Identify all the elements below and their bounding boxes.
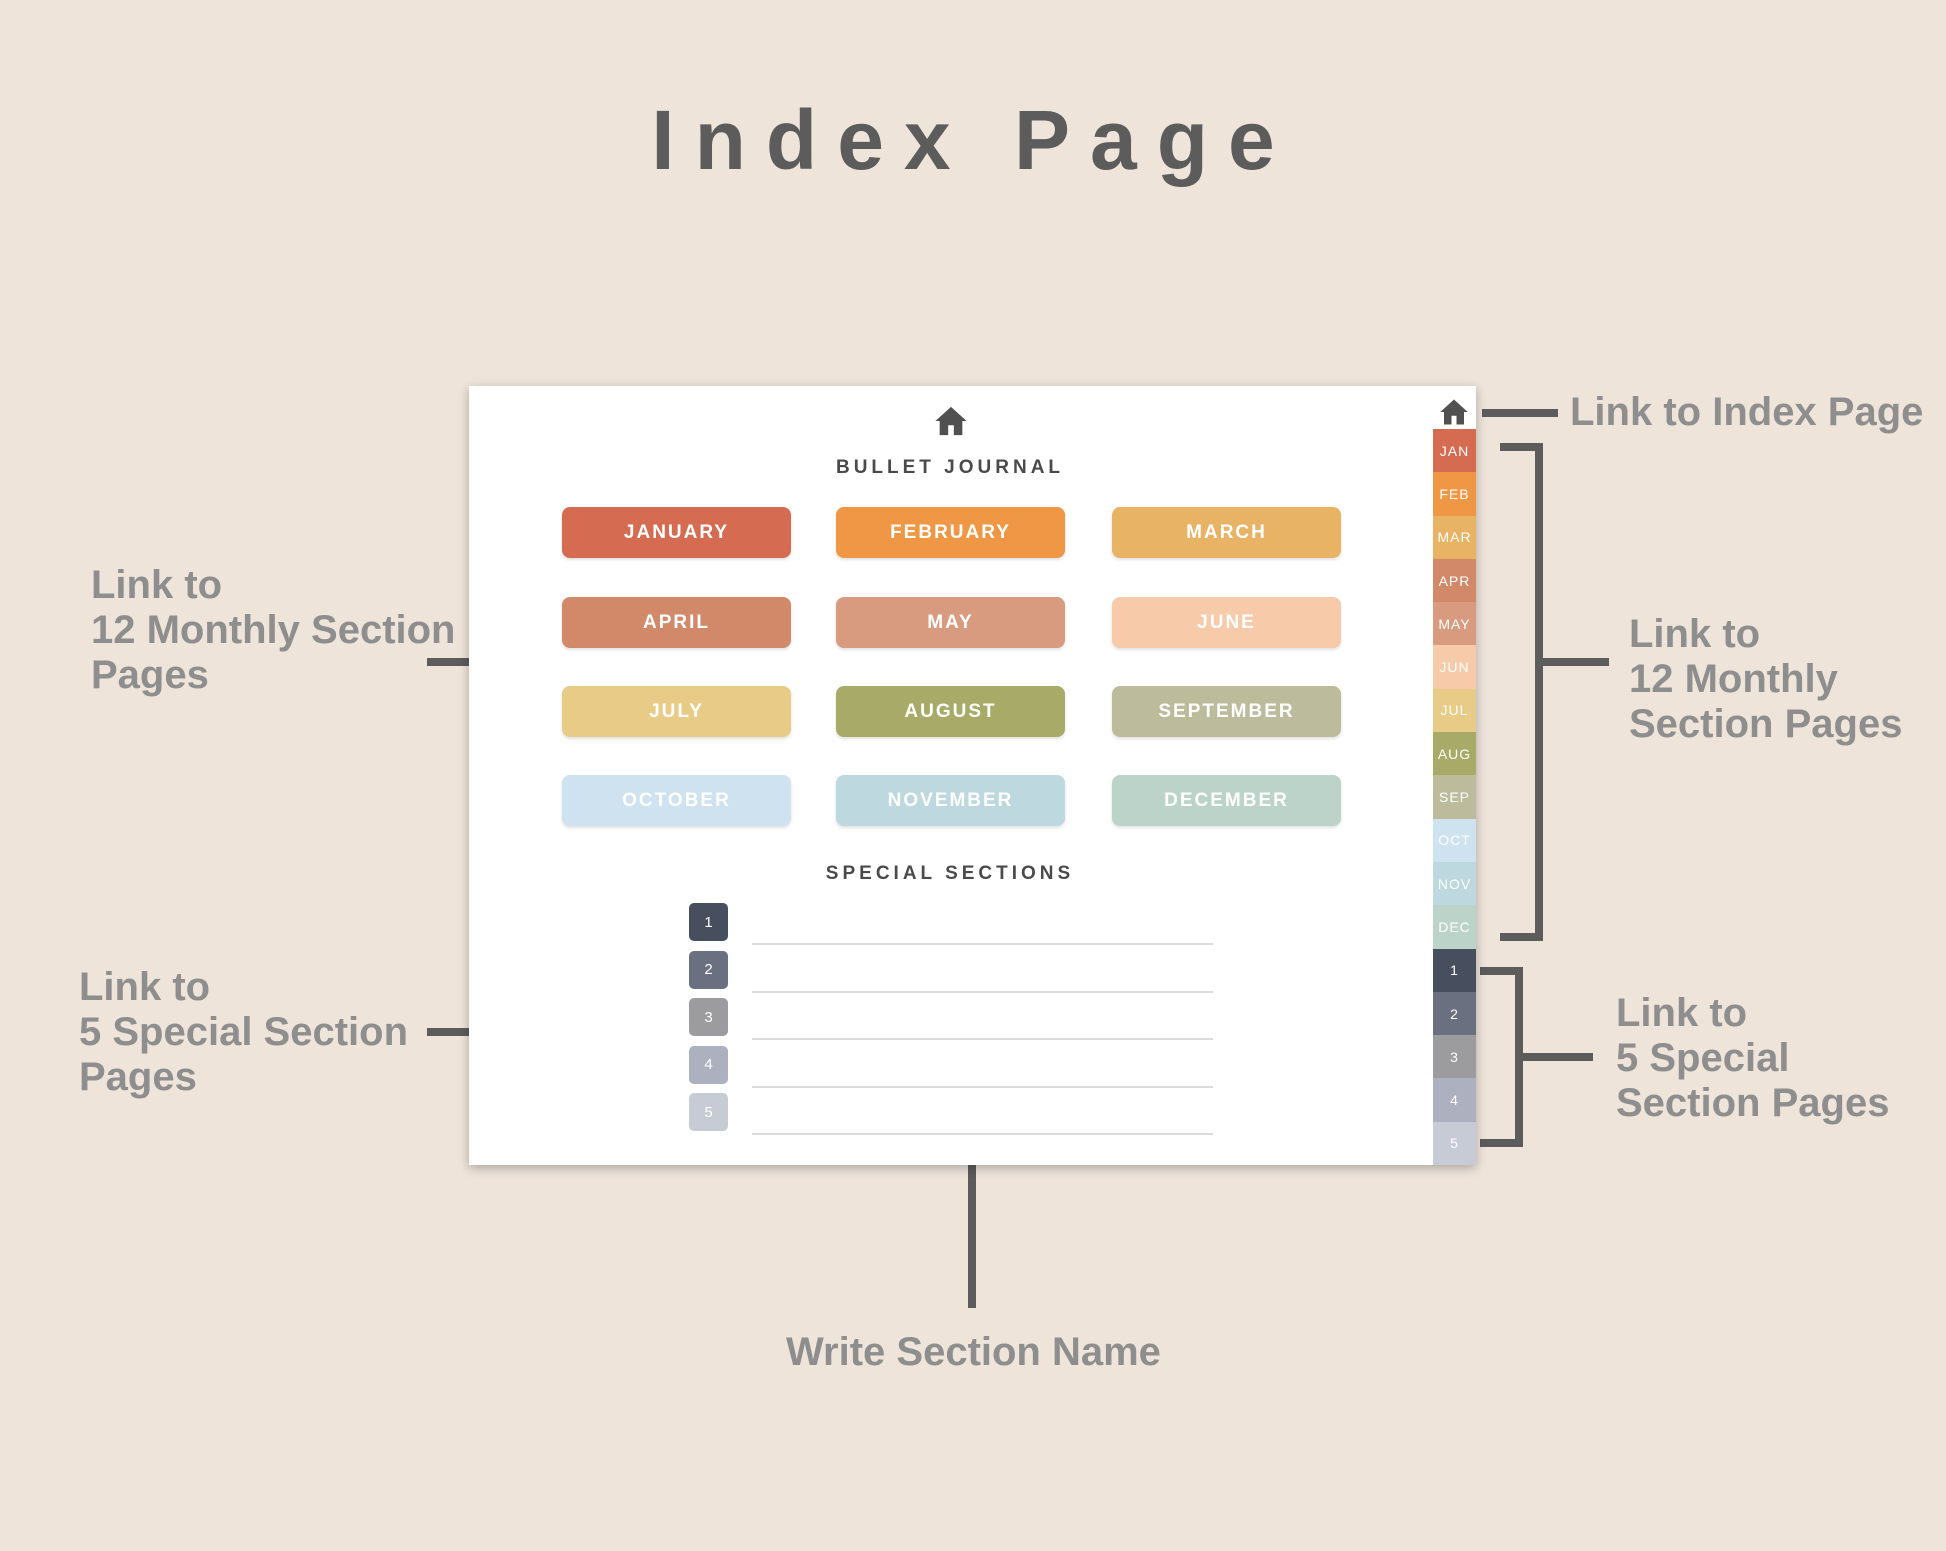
special-section-row: 4 bbox=[689, 1045, 1214, 1088]
annotation-right-index: Link to Index Page bbox=[1570, 390, 1924, 434]
home-icon[interactable] bbox=[934, 404, 968, 438]
side-tab-may[interactable]: MAY bbox=[1433, 602, 1476, 646]
section-name-field[interactable] bbox=[752, 1038, 1213, 1040]
annotation-right-months: Link to 12 Monthly Section Pages bbox=[1629, 612, 1903, 746]
month-button-july[interactable]: JULY bbox=[562, 686, 791, 737]
tab-home-icon[interactable] bbox=[1439, 397, 1469, 427]
month-button-december[interactable]: DECEMBER bbox=[1112, 775, 1341, 826]
connector-bottom bbox=[968, 1116, 976, 1308]
annotation-left-months: Link to 12 Monthly Section Pages bbox=[91, 563, 456, 697]
special-section-row: 1 bbox=[689, 903, 1214, 945]
month-button-february[interactable]: FEBRUARY bbox=[836, 507, 1065, 558]
month-button-september[interactable]: SEPTEMBER bbox=[1112, 686, 1341, 737]
side-tab-oct[interactable]: OCT bbox=[1433, 818, 1476, 862]
month-button-may[interactable]: MAY bbox=[836, 597, 1065, 648]
side-tab-sep[interactable]: SEP bbox=[1433, 775, 1476, 819]
special-section-number-5[interactable]: 5 bbox=[689, 1093, 728, 1131]
side-tab-apr[interactable]: APR bbox=[1433, 558, 1476, 603]
side-tab-1[interactable]: 1 bbox=[1433, 948, 1476, 992]
special-section-number-3[interactable]: 3 bbox=[689, 998, 728, 1036]
special-section-row: 5 bbox=[689, 1093, 1214, 1135]
section-name-field[interactable] bbox=[752, 1133, 1213, 1135]
side-tab-dec[interactable]: DEC bbox=[1433, 905, 1476, 949]
annotation-right-special: Link to 5 Special Section Pages bbox=[1616, 991, 1890, 1125]
special-section-number-1[interactable]: 1 bbox=[689, 903, 728, 941]
section-name-field[interactable] bbox=[752, 943, 1213, 945]
side-tab-jun[interactable]: JUN bbox=[1433, 645, 1476, 689]
section-name-field[interactable] bbox=[752, 1085, 1213, 1088]
side-tab-5[interactable]: 5 bbox=[1433, 1121, 1476, 1166]
side-tab-aug[interactable]: AUG bbox=[1433, 732, 1476, 776]
connector-index bbox=[1482, 409, 1558, 417]
month-button-april[interactable]: APRIL bbox=[562, 597, 791, 648]
special-section-row: 2 bbox=[689, 950, 1214, 993]
month-button-march[interactable]: MARCH bbox=[1112, 507, 1341, 558]
side-tab-mar[interactable]: MAR bbox=[1433, 515, 1476, 559]
side-tab-2[interactable]: 2 bbox=[1433, 991, 1476, 1036]
side-tab-jul[interactable]: JUL bbox=[1433, 688, 1476, 733]
side-tab-nov[interactable]: NOV bbox=[1433, 861, 1476, 906]
side-tab-jan[interactable]: JAN bbox=[1433, 429, 1476, 473]
month-button-june[interactable]: JUNE bbox=[1112, 597, 1341, 648]
month-button-november[interactable]: NOVEMBER bbox=[836, 775, 1065, 826]
side-tab-feb[interactable]: FEB bbox=[1433, 472, 1476, 516]
special-sections-heading: SPECIAL SECTIONS bbox=[825, 863, 1075, 884]
special-section-number-4[interactable]: 4 bbox=[689, 1045, 728, 1084]
special-section-number-2[interactable]: 2 bbox=[689, 950, 728, 989]
side-tab-3[interactable]: 3 bbox=[1433, 1035, 1476, 1079]
section-name-field[interactable] bbox=[752, 990, 1213, 993]
annotation-bottom: Write Section Name bbox=[786, 1330, 1161, 1374]
bullet-journal-heading: BULLET JOURNAL bbox=[835, 457, 1065, 478]
month-button-january[interactable]: JANUARY bbox=[562, 507, 791, 558]
page-title: Index Page bbox=[651, 93, 1295, 187]
month-button-august[interactable]: AUGUST bbox=[836, 686, 1065, 737]
side-tab-4[interactable]: 4 bbox=[1433, 1078, 1476, 1122]
journal-page: BULLET JOURNAL JANUARY FEBRUARY MARCH APRIL… bbox=[469, 386, 1476, 1166]
month-button-october[interactable]: OCTOBER bbox=[562, 775, 791, 826]
annotation-left-special: Link to 5 Special Section Pages bbox=[79, 965, 409, 1099]
special-section-row: 3 bbox=[689, 998, 1214, 1040]
